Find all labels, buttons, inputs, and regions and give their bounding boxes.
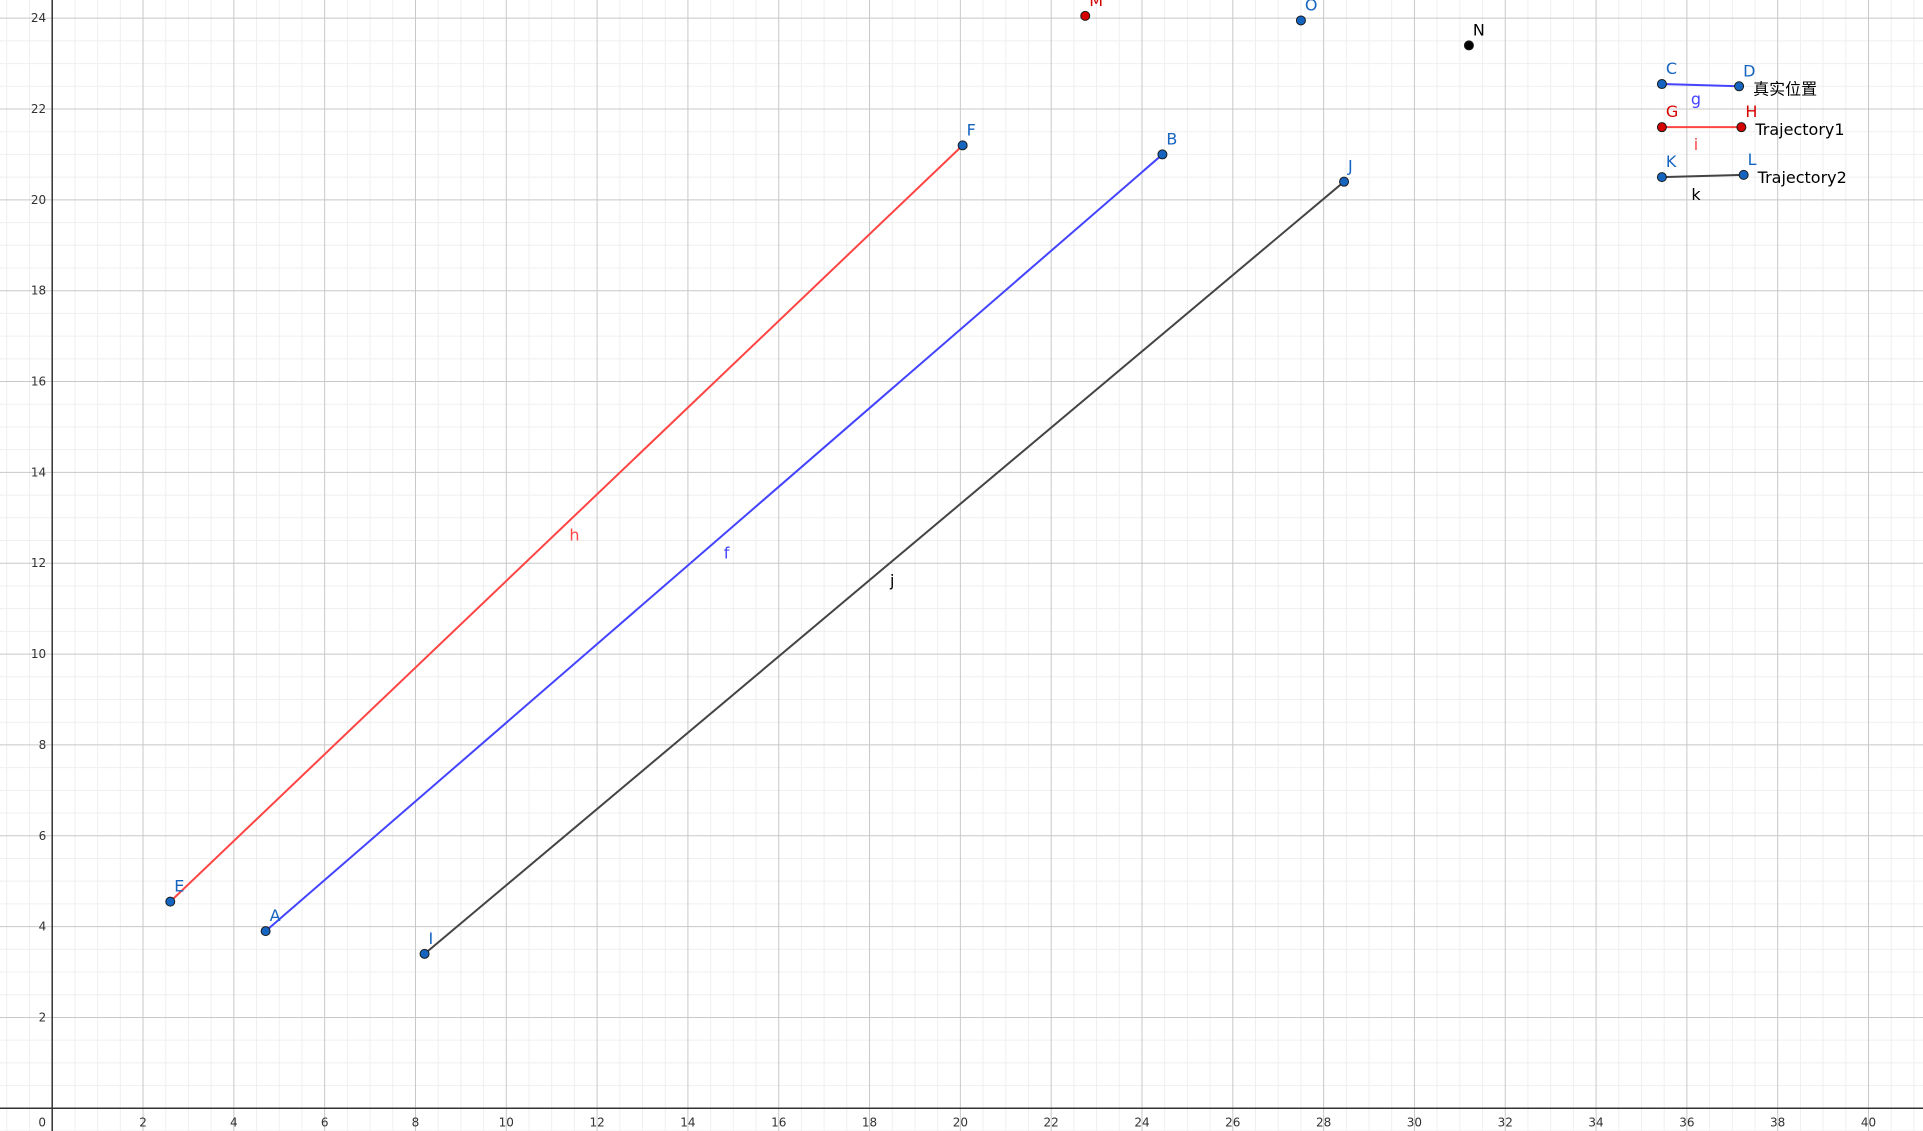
segment-j [423, 180, 1345, 955]
segment-label-f: f [724, 544, 730, 563]
x-tick-label: 8 [412, 1115, 420, 1129]
y-tick-label: 24 [31, 11, 46, 25]
x-tick-label: 36 [1679, 1115, 1694, 1129]
segment-k [1661, 173, 1744, 179]
point-A [260, 926, 271, 937]
x-tick-label: 2 [139, 1115, 147, 1129]
x-tick-label: 24 [1134, 1115, 1149, 1129]
point-label-A: A [270, 906, 281, 925]
point-J [1339, 176, 1350, 187]
legend-entry: 真实位置 [1753, 79, 1817, 98]
point-K [1656, 172, 1667, 183]
point-label-D: D [1743, 61, 1755, 80]
y-tick-label: 12 [31, 556, 46, 570]
x-tick-label: 14 [680, 1115, 695, 1129]
point-D [1734, 81, 1745, 92]
segments [169, 83, 1744, 955]
y-tick-label: 8 [39, 738, 47, 752]
point-H [1736, 122, 1747, 133]
segment-label-h: h [569, 526, 579, 545]
y-tick-label: 4 [39, 920, 47, 934]
x-tick-label: 26 [1225, 1115, 1240, 1129]
point-O [1295, 15, 1306, 26]
x-tick-label: 12 [589, 1115, 604, 1129]
point-F [957, 140, 968, 151]
x-tick-label: 10 [499, 1115, 514, 1129]
x-tick-label: 28 [1316, 1115, 1331, 1129]
point-M [1080, 10, 1091, 21]
point-label-N: N [1473, 20, 1485, 39]
point-label-L: L [1748, 150, 1757, 169]
point-L [1738, 169, 1749, 180]
x-tick-label: 16 [771, 1115, 786, 1129]
segment-f [264, 153, 1164, 932]
x-tick-label: 22 [1044, 1115, 1059, 1129]
x-tick-label: 32 [1498, 1115, 1513, 1129]
y-tick-label: 14 [31, 465, 46, 479]
point-label-H: H [1745, 102, 1757, 121]
segment-label-g: g [1691, 89, 1701, 108]
y-tick-label: 18 [31, 284, 46, 298]
segment-labels: f h j g i k [569, 89, 1701, 589]
segment-label-i: i [1694, 135, 1698, 154]
x-tick-label: 38 [1770, 1115, 1785, 1129]
y-tick-label: 6 [39, 829, 47, 843]
segment-label-k: k [1691, 185, 1701, 204]
x-tick-label: 18 [862, 1115, 877, 1129]
point-label-G: G [1666, 102, 1678, 121]
point-C [1656, 79, 1667, 90]
x-tick-label: 0 [38, 1115, 46, 1129]
x-tick-label: 34 [1588, 1115, 1603, 1129]
point-label-B: B [1166, 129, 1177, 148]
point-label-C: C [1666, 59, 1677, 78]
y-tick-label: 16 [31, 375, 46, 389]
y-tick-label: 20 [31, 193, 46, 207]
y-tick-label: 22 [31, 102, 46, 116]
legend-entry: Trajectory1 [1754, 120, 1844, 139]
point-label-O: O [1305, 0, 1318, 14]
point-label-J: J [1347, 157, 1353, 176]
x-tick-label: 20 [953, 1115, 968, 1129]
x-tick-label: 6 [321, 1115, 329, 1129]
legend-entry: Trajectory2 [1757, 168, 1847, 187]
x-tick-label: 30 [1407, 1115, 1422, 1129]
point-E [165, 896, 176, 907]
x-tick-label: 40 [1861, 1115, 1876, 1129]
y-tick-label: 10 [31, 647, 46, 661]
segment-g [1661, 83, 1740, 88]
point-label-F: F [967, 120, 976, 139]
point-N [1463, 40, 1474, 51]
points: A B E F I J C D G H K L M O N [165, 0, 1757, 959]
y-tick-label: 2 [39, 1010, 47, 1024]
segment-label-j: j [889, 571, 894, 590]
point-I [419, 948, 430, 959]
point-label-E: E [174, 877, 184, 896]
point-G [1656, 122, 1667, 133]
point-label-M: M [1089, 0, 1103, 10]
x-tick-label: 4 [230, 1115, 238, 1129]
point-label-I: I [429, 929, 434, 948]
point-label-K: K [1666, 152, 1677, 171]
point-B [1157, 149, 1168, 160]
segment-h [169, 144, 964, 903]
